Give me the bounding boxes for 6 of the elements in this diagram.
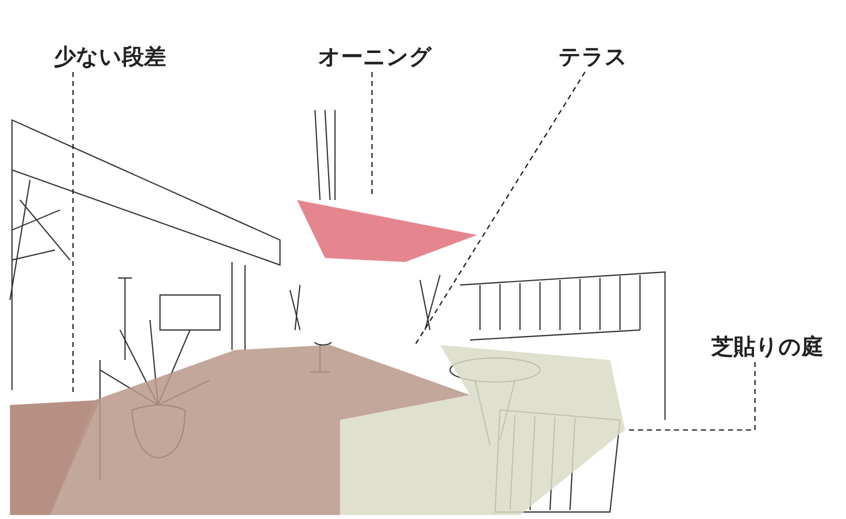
callout-label: 少ない段差	[54, 44, 166, 70]
callout-label: オーニング	[318, 44, 432, 70]
leader-line	[414, 72, 586, 346]
leader-line	[72, 72, 74, 395]
callout-label: テラス	[558, 44, 628, 70]
callout-label: 芝貼りの庭	[712, 334, 824, 360]
